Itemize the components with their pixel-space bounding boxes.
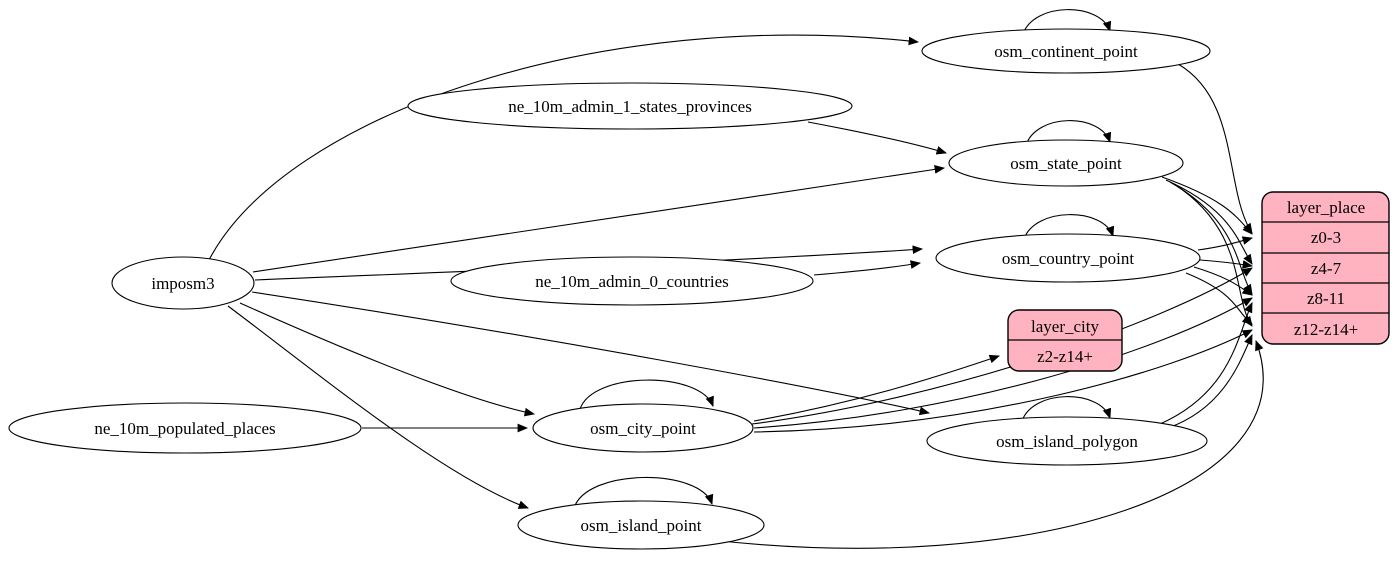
ne-states-ellipse (407, 82, 853, 130)
node-ne-10m-admin-1-states-provinces: ne_10m_admin_1_states_provinces (407, 82, 853, 130)
loop-osm-continent-point (1022, 9, 1112, 35)
ne-places-label: ne_10m_populated_places (94, 419, 275, 438)
osm-country-point-ellipse (935, 233, 1201, 283)
osm-island-polygon-label: osm_island_polygon (996, 432, 1138, 451)
edge-osm-city-point-layer-place-z8-11 (753, 297, 1253, 429)
edge-imposm3-osm-island-polygon (251, 291, 931, 416)
ne-places-ellipse (8, 402, 362, 454)
layer-place-title: layer_place (1287, 198, 1365, 217)
imposm3-ellipse (111, 256, 255, 310)
edge-osm-country-point-layer-place-z0-3 (1197, 236, 1254, 251)
node-layer-city: layer_city z2-z14+ (1007, 309, 1123, 372)
node-ne-10m-populated-places: ne_10m_populated_places (8, 402, 362, 454)
edge-osm-island-polygon-layer-place-z8-11 (1159, 302, 1253, 425)
edge-osm-state-point-layer-place-z12-z14 (1173, 183, 1253, 327)
edge-osm-country-point-layer-place-z12-z14 (1185, 272, 1253, 325)
edge-osm-country-point-layer-place-z8-11 (1193, 266, 1253, 296)
edge-ne-countries-osm-country-point (813, 260, 922, 276)
loop-osm-city-point (579, 379, 714, 410)
node-osm-island-point: osm_island_point (517, 500, 765, 550)
ne-countries-label: ne_10m_admin_0_countries (535, 272, 729, 291)
node-osm-state-point: osm_state_point (948, 139, 1184, 187)
node-osm-island-polygon: osm_island_polygon (926, 416, 1208, 466)
ne-states-label: ne_10m_admin_1_states_provinces (508, 97, 752, 116)
edge-ne-states-osm-state-point (807, 121, 948, 155)
imposm3-label: imposm3 (151, 274, 214, 293)
layer-place-row-z8-11: z8-11 (1307, 289, 1345, 308)
edge-osm-continent-point-layer-place-z0-3 (1177, 63, 1253, 234)
node-osm-city-point: osm_city_point (532, 403, 754, 453)
edge-osm-island-point-layer-place-z12-z14 (711, 340, 1264, 549)
edge-imposm3-osm-island-point (227, 305, 529, 509)
node-imposm3: imposm3 (111, 256, 255, 310)
osm-continent-point-ellipse (921, 28, 1211, 74)
osm-country-point-label: osm_country_point (1002, 249, 1134, 268)
osm-island-point-ellipse (517, 500, 765, 550)
edge-group (208, 9, 1264, 549)
edge-osm-island-polygon-layer-place-z12-z14 (1167, 334, 1253, 429)
edge-imposm3-osm-state-point (252, 165, 946, 273)
edge-osm-city-point-layer-place-z4-7 (751, 267, 1253, 425)
layer-place-row-z0-3: z0-3 (1311, 228, 1341, 247)
osm-state-point-label: osm_state_point (1010, 154, 1122, 173)
edge-osm-country-point-layer-place-z4-7 (1199, 259, 1254, 269)
node-osm-country-point: osm_country_point (935, 233, 1201, 283)
edge-osm-state-point-layer-place-z4-7 (1165, 179, 1253, 265)
layer-city-row-z2-z14: z2-z14+ (1037, 347, 1093, 366)
edge-osm-city-point-layer-city-z2-z14 (753, 354, 1000, 422)
edge-osm-city-point-layer-place-z12-z14 (753, 329, 1253, 433)
layer-place-box (1261, 191, 1390, 345)
edge-osm-state-point-layer-place-z0-3 (1161, 176, 1253, 235)
node-layer-place: layer_place z0-3 z4-7 z8-11 z12-z14+ (1261, 191, 1390, 345)
osm-city-point-label: osm_city_point (590, 419, 696, 438)
osm-island-polygon-ellipse (926, 416, 1208, 466)
osm-state-point-ellipse (948, 139, 1184, 187)
edge-imposm3-osm-city-point (239, 302, 536, 417)
loop-osm-island-point (573, 476, 714, 509)
edge-imposm3-osm-continent-point (208, 34, 920, 261)
node-ne-10m-admin-0-countries: ne_10m_admin_0_countries (450, 256, 814, 306)
layer-place-row-z4-7: z4-7 (1311, 259, 1342, 278)
layer-place-row-z12-z14: z12-z14+ (1294, 320, 1358, 339)
loop-osm-island-polygon (1021, 396, 1112, 422)
loop-osm-country-point (1023, 214, 1115, 240)
layer-city-title: layer_city (1031, 317, 1099, 336)
osm-city-point-ellipse (532, 403, 754, 453)
osm-island-point-label: osm_island_point (581, 516, 702, 535)
osm-continent-point-label: osm_continent_point (994, 42, 1138, 61)
ne-countries-ellipse (450, 256, 814, 306)
loop-osm-state-point (1025, 120, 1112, 146)
node-osm-continent-point: osm_continent_point (921, 28, 1211, 74)
